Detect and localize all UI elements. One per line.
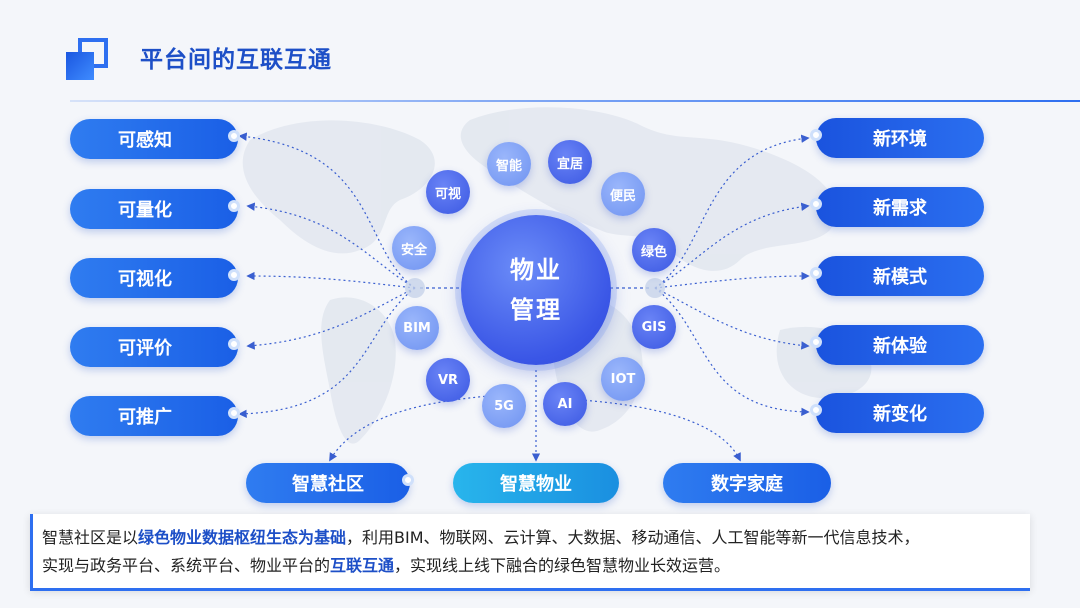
highlight-text: 互联互通 (330, 556, 395, 575)
connector-left-5 (238, 287, 416, 418)
connector-dot (810, 129, 822, 141)
connector-bottom-3 (579, 399, 741, 462)
center-circle: 物业 管理 (461, 215, 611, 365)
connector-dot (228, 269, 240, 281)
left-item-label: 可量化 (118, 200, 172, 221)
left-item-label: 可视化 (118, 269, 172, 290)
bottom-item-label: 数字家庭 (711, 474, 783, 495)
right-item-label: 新环境 (873, 129, 927, 150)
connector-dot (228, 130, 240, 142)
satellite-2: 宜居 (548, 140, 592, 184)
satellite-8: 5G (482, 384, 526, 428)
left-item-1: 可感知 (70, 119, 240, 159)
connector-left-4 (246, 287, 416, 350)
right-item-label: 新模式 (873, 267, 927, 288)
satellite-9: VR (426, 358, 470, 402)
satellite-6: IOT (601, 357, 645, 401)
satellite-4: 绿色 (632, 228, 676, 272)
connector-right-5 (654, 287, 810, 417)
connector-dot (228, 200, 240, 212)
page-title: 平台间的互联互通 (140, 47, 332, 73)
left-item-4: 可评价 (70, 327, 240, 367)
bottom-item-3: 数字家庭 (663, 463, 831, 503)
hub-right-dot (645, 278, 665, 298)
connector-dot (228, 338, 240, 350)
center-label-1: 物业 (510, 256, 562, 284)
hub-left-dot (405, 278, 425, 298)
connector-right-2 (654, 202, 810, 289)
connector-left-3 (246, 271, 416, 289)
bottom-item-1: 智慧社区 (246, 463, 414, 503)
logo-squares-icon (66, 38, 110, 82)
left-item-2: 可量化 (70, 189, 240, 229)
connector-left-1 (238, 132, 416, 289)
connector-left-2 (246, 202, 416, 289)
right-item-3: 新模式 (810, 256, 984, 296)
right-item-label: 新变化 (873, 404, 927, 425)
highlight-text: 绿色物业数据枢纽生态为基础 (138, 528, 347, 547)
connector-bottom-1 (329, 394, 501, 462)
bottom-item-2: 智慧物业 (453, 463, 619, 503)
bottom-item-label: 智慧物业 (500, 474, 572, 495)
left-item-3: 可视化 (70, 258, 240, 298)
right-item-4: 新体验 (810, 325, 984, 365)
description-line-2: 实现与政务平台、系统平台、物业平台的互联互通，实现线上线下融合的绿色智慧物业长效… (42, 556, 731, 575)
description-box: 智慧社区是以绿色物业数据枢纽生态为基础，利用BIM、物联网、云计算、大数据、移动… (30, 514, 1030, 590)
satellite-10: BIM (395, 306, 439, 350)
connector-dot (810, 267, 822, 279)
description-bottom-bar (30, 588, 1030, 591)
satellite-11: 安全 (392, 226, 436, 270)
left-item-label: 可感知 (118, 130, 172, 151)
right-item-2: 新需求 (810, 187, 984, 227)
description-line-1: 智慧社区是以绿色物业数据枢纽生态为基础，利用BIM、物联网、云计算、大数据、移动… (42, 528, 920, 547)
left-item-label: 可评价 (118, 338, 172, 359)
bottom-item-label: 智慧社区 (292, 474, 364, 495)
connector-dot (810, 336, 822, 348)
satellite-3: 便民 (601, 172, 645, 216)
connector-right-3 (654, 271, 810, 289)
connector-right-4 (654, 287, 810, 350)
connector-right-1 (654, 134, 810, 289)
satellite-1: 智能 (487, 142, 531, 186)
right-item-label: 新需求 (873, 198, 927, 219)
left-item-label: 可推广 (118, 407, 172, 428)
left-item-5: 可推广 (70, 396, 240, 436)
right-item-5: 新变化 (810, 393, 984, 433)
description-accent-bar (30, 514, 33, 590)
connector-dot (402, 474, 414, 486)
connector-dot (810, 198, 822, 210)
right-item-1: 新环境 (810, 118, 984, 158)
satellite-7: AI (543, 382, 587, 426)
header-divider (70, 100, 1080, 102)
connector-dot (228, 407, 240, 419)
center-label-2: 管理 (510, 296, 562, 324)
right-item-label: 新体验 (873, 336, 927, 357)
satellite-12: 可视 (426, 170, 470, 214)
satellite-5: GIS (632, 305, 676, 349)
connector-dot (810, 404, 822, 416)
